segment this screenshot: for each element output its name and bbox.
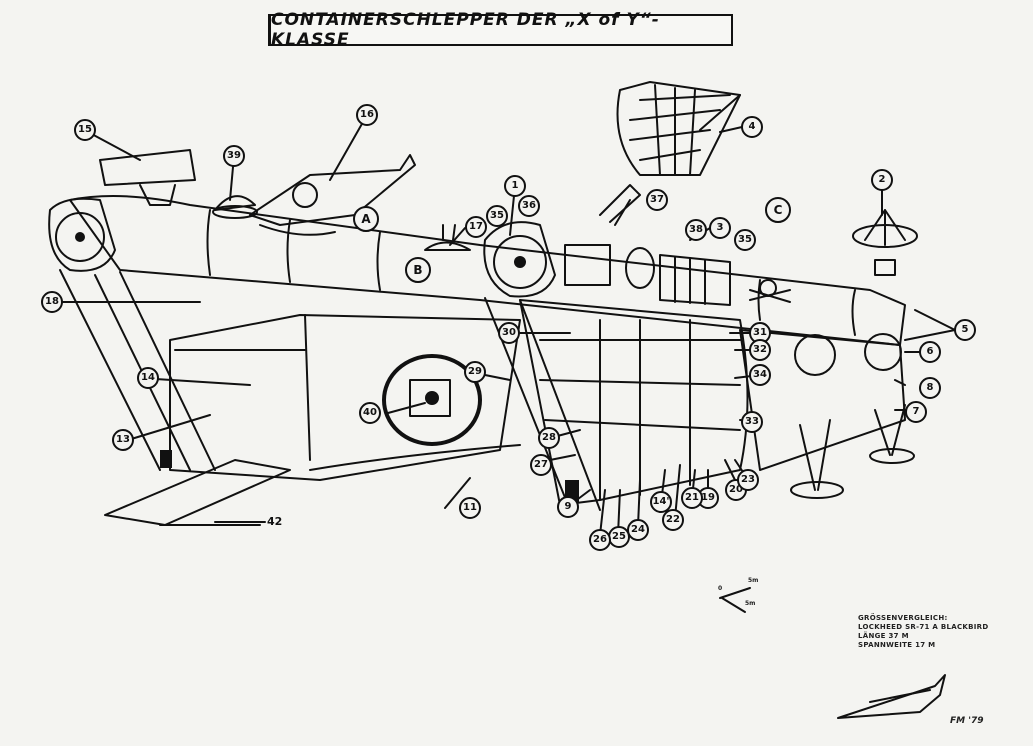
cargo-hatch	[382, 354, 482, 446]
callout-25: 25	[608, 526, 630, 548]
callout-4: 4	[741, 116, 763, 138]
scale-origin-label: 0	[718, 585, 723, 592]
callout-7: 7	[905, 401, 927, 423]
note-line: Größenvergleich:	[858, 614, 948, 622]
note-line: Spannweite 17 m	[858, 641, 936, 649]
callout-14: 14	[137, 367, 159, 389]
callout-17: 17	[465, 216, 487, 238]
callout-15: 15	[74, 119, 96, 141]
callout-6: 6	[919, 341, 941, 363]
hull-upper-tube	[69, 195, 906, 346]
note-line: Lockheed SR-71 A Blackbird	[858, 623, 989, 631]
callout-24: 24	[627, 519, 649, 541]
dome-39	[214, 195, 256, 211]
callout-36: 36	[518, 195, 540, 217]
callout-28: 28	[538, 427, 560, 449]
callout-13: 13	[112, 429, 134, 451]
cylinder-35	[659, 254, 731, 306]
artist-signature: FM '79	[950, 716, 984, 726]
callout-35-a: 35	[486, 205, 508, 227]
callout-35-b: 35	[734, 229, 756, 251]
callout-2: 2	[871, 169, 893, 191]
cargo-body	[169, 314, 521, 481]
dish-antenna-large	[616, 81, 741, 176]
callout-40: 40	[359, 402, 381, 424]
sr71-blackbird	[837, 674, 946, 719]
scale-label-b: 5m	[745, 600, 756, 607]
scale-bar	[719, 587, 751, 613]
callout-8: 8	[919, 377, 941, 399]
cargo-ramp	[104, 459, 291, 526]
turret-15	[99, 149, 196, 186]
callout-32: 32	[749, 339, 771, 361]
middle-engine-nacelle	[483, 221, 556, 298]
turret-16	[249, 154, 416, 226]
callout-29: 29	[464, 361, 486, 383]
scale-label-a: 5m	[748, 577, 759, 584]
callout-16: 16	[356, 104, 378, 126]
callout-37: 37	[646, 189, 668, 211]
callout-21: 21	[681, 487, 703, 509]
size-comparison-note: Größenvergleich: Lockheed SR-71 A Blackb…	[858, 614, 988, 650]
drawing-title: CONTAINERSCHLEPPER DER „X of Y“-KLASSE	[268, 10, 733, 50]
callout-11: 11	[459, 497, 481, 519]
note-line: Länge 37 m	[858, 632, 909, 640]
callout-5: 5	[954, 319, 976, 341]
callout-14-prime: 14'	[650, 491, 672, 513]
callout-26: 26	[589, 529, 611, 551]
callout-22: 22	[662, 509, 684, 531]
section-label-c: C	[765, 197, 791, 223]
callout-1: 1	[504, 175, 526, 197]
cutaway-interior	[519, 299, 749, 506]
callout-23: 23	[737, 469, 759, 491]
callout-9: 9	[557, 496, 579, 518]
left-engine-nacelle	[48, 197, 116, 272]
callout-3: 3	[709, 217, 731, 239]
callout-30: 30	[498, 322, 520, 344]
callout-33: 33	[741, 411, 763, 433]
callout-34: 34	[749, 364, 771, 386]
label-42: 42	[267, 515, 283, 528]
callout-39: 39	[223, 145, 245, 167]
callout-38: 38	[685, 219, 707, 241]
section-label-a: A	[353, 206, 379, 232]
callout-18: 18	[41, 291, 63, 313]
section-label-b: B	[405, 257, 431, 283]
callout-27: 27	[530, 454, 552, 476]
